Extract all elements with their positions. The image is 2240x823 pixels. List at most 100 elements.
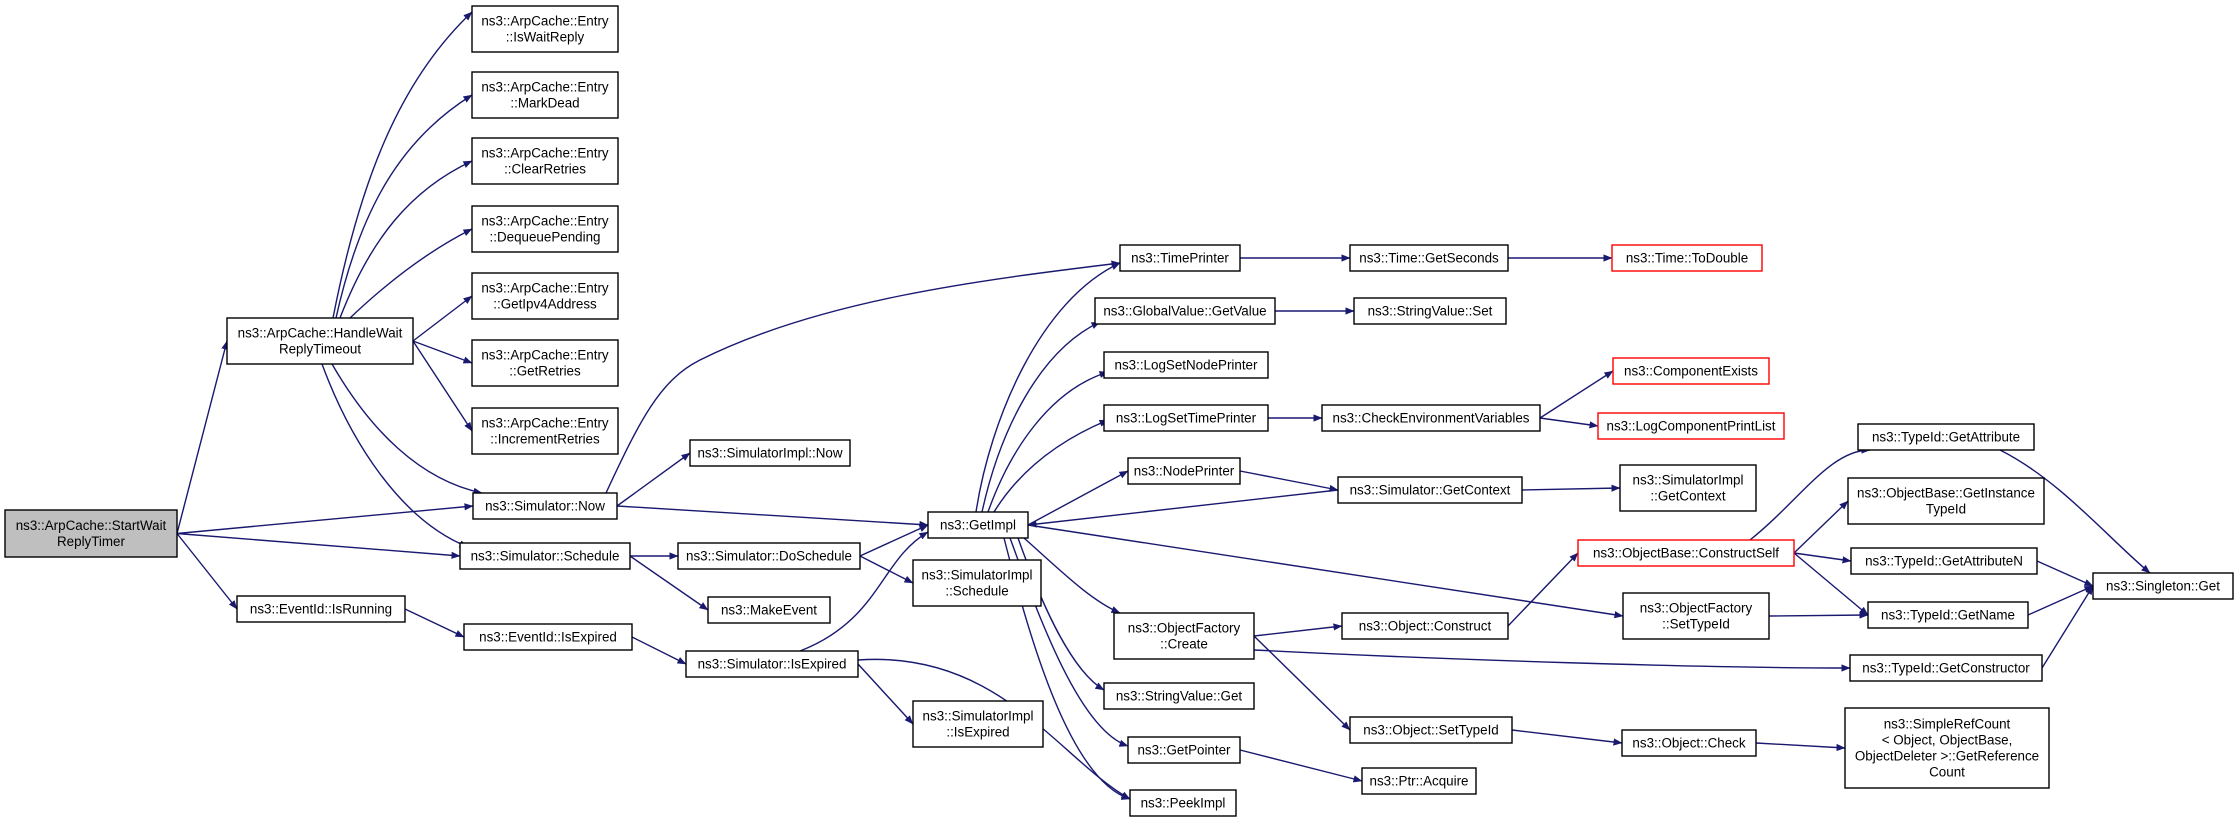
node-label: ns3::Simulator::GetContext: [1350, 482, 1511, 497]
node-box: [1113, 612, 1255, 660]
edge-getContext-to-getImpl: [1027, 489, 1339, 528]
node-label: ReplyTimer: [57, 534, 125, 549]
node-label: ns3::ArpCache::Entry: [481, 415, 609, 430]
node-label: ns3::ObjectBase::GetInstance: [1857, 485, 2035, 500]
node-getContext[interactable]: ns3::Simulator::GetContext: [1337, 476, 1523, 504]
edge-getImpl-to-logSetTime: [993, 419, 1109, 513]
edge-getImpl-to-nodePrinter: [1027, 470, 1129, 526]
node-simImplIsExpired[interactable]: ns3::SimulatorImpl::IsExpired: [912, 700, 1044, 748]
node-stringGet[interactable]: ns3::StringValue::Get: [1103, 682, 1255, 710]
node-objCheck[interactable]: ns3::Object::Check: [1621, 729, 1757, 757]
node-constructSelf[interactable]: ns3::ObjectBase::ConstructSelf: [1577, 539, 1795, 567]
node-timePrinter[interactable]: ns3::TimePrinter: [1119, 244, 1241, 272]
node-simIsExpired[interactable]: ns3::Simulator::IsExpired: [685, 650, 859, 678]
node-box: [1349, 244, 1509, 272]
node-logCompPrint[interactable]: ns3::LogComponentPrintList: [1597, 412, 1785, 440]
node-factCreate[interactable]: ns3::ObjectFactory::Create: [1113, 612, 1255, 660]
node-box: [2092, 572, 2234, 600]
node-factSetTypeId[interactable]: ns3::ObjectFactory::SetTypeId: [1622, 592, 1770, 640]
edge-evIsRunning-to-evIsExpired: [404, 608, 465, 638]
edge-constructSelf-to-getInstTid: [1793, 500, 1849, 554]
node-box: [1577, 539, 1795, 567]
node-box: [1844, 707, 2050, 789]
node-evIsRunning[interactable]: ns3::EventId::IsRunning: [236, 595, 406, 623]
node-logSetNode[interactable]: ns3::LogSetNodePrinter: [1103, 351, 1269, 379]
node-simNow[interactable]: ns3::Simulator::Now: [472, 492, 618, 520]
node-getRefCount[interactable]: ns3::SimpleRefCount< Object, ObjectBase,…: [1844, 707, 2050, 789]
node-box: [471, 205, 619, 253]
edge-tidGetCtor-to-singletonGet: [2041, 585, 2094, 669]
node-box: [1103, 351, 1269, 379]
node-label: ::GetContext: [1650, 488, 1725, 503]
node-label: ns3::EventId::IsExpired: [479, 629, 617, 644]
node-box: [1349, 716, 1513, 744]
edge-doSchedule-to-getImpl: [859, 524, 929, 557]
edge-handle-to-dequeuePending: [349, 228, 473, 319]
node-tidGetAttrN[interactable]: ns3::TypeId::GetAttributeN: [1850, 547, 2038, 575]
node-box: [1850, 547, 2038, 575]
node-objSetTypeId[interactable]: ns3::Object::SetTypeId: [1349, 716, 1513, 744]
edge-factSetTypeId-to-tidGetName: [1768, 611, 1869, 619]
node-label: ns3::GetImpl: [940, 517, 1016, 532]
edge-constructSelf-to-tidGetAttr: [1749, 446, 1871, 541]
node-simImplNow[interactable]: ns3::SimulatorImpl::Now: [689, 439, 851, 467]
node-box: [1119, 244, 1241, 272]
node-box: [1611, 244, 1763, 272]
node-compExists[interactable]: ns3::ComponentExists: [1612, 357, 1770, 385]
node-label: ::Create: [1160, 636, 1208, 651]
node-dequeuePending[interactable]: ns3::ArpCache::Entry::DequeuePending: [471, 205, 619, 253]
node-label: ns3::EventId::IsRunning: [250, 601, 392, 616]
node-label: ns3::ArpCache::Entry: [481, 213, 609, 228]
node-nodePrinter[interactable]: ns3::NodePrinter: [1127, 457, 1241, 485]
node-getImpl[interactable]: ns3::GetImpl: [927, 511, 1029, 539]
node-doSchedule[interactable]: ns3::Simulator::DoSchedule: [677, 542, 861, 570]
node-simImplSchedule[interactable]: ns3::SimulatorImpl::Schedule: [912, 559, 1042, 607]
node-simSchedule[interactable]: ns3::Simulator::Schedule: [459, 542, 631, 570]
node-logSetTime[interactable]: ns3::LogSetTimePrinter: [1103, 404, 1269, 432]
node-isWaitReply[interactable]: ns3::ArpCache::Entry::IsWaitReply: [471, 5, 619, 53]
node-checkEnv[interactable]: ns3::CheckEnvironmentVariables: [1321, 404, 1541, 432]
node-evIsExpired[interactable]: ns3::EventId::IsExpired: [463, 623, 633, 651]
edge-simSchedule-to-makeEvent: [629, 555, 709, 611]
node-makeEvent[interactable]: ns3::MakeEvent: [707, 596, 831, 624]
node-markDead[interactable]: ns3::ArpCache::Entry::MarkDead: [471, 71, 619, 119]
node-tidGetName[interactable]: ns3::TypeId::GetName: [1867, 601, 2029, 629]
node-box: [1597, 412, 1785, 440]
node-incRetries[interactable]: ns3::ArpCache::Entry::IncrementRetries: [471, 407, 619, 455]
node-getRetries[interactable]: ns3::ArpCache::Entry::GetRetries: [471, 339, 619, 387]
edge-handle-to-simNow: [331, 363, 483, 495]
node-getSeconds[interactable]: ns3::Time::GetSeconds: [1349, 244, 1509, 272]
node-label: ns3::ArpCache::Entry: [481, 13, 609, 28]
edge-factCreate-to-tidGetCtor: [1253, 649, 1851, 672]
edge-simIsExpired-to-getImpl: [799, 531, 929, 652]
node-label: ns3::MakeEvent: [721, 602, 817, 617]
node-globalGetValue[interactable]: ns3::GlobalValue::GetValue: [1094, 297, 1276, 325]
node-ptrAcquire[interactable]: ns3::Ptr::Acquire: [1361, 767, 1477, 795]
node-label: ns3::Object::SetTypeId: [1363, 722, 1498, 737]
node-box: [1321, 404, 1541, 432]
node-label: ns3::ArpCache::Entry: [481, 79, 609, 94]
node-label: ns3::LogSetNodePrinter: [1115, 357, 1258, 372]
node-peekImpl[interactable]: ns3::PeekImpl: [1129, 789, 1237, 817]
node-box: [912, 559, 1042, 607]
node-stringSet[interactable]: ns3::StringValue::Set: [1353, 297, 1507, 325]
edge-start-to-handle: [176, 340, 229, 534]
edge-constructSelf-to-tidGetName: [1793, 552, 1869, 616]
node-box: [685, 650, 859, 678]
node-label: ns3::TypeId::GetConstructor: [1862, 660, 2030, 675]
node-label: ns3::ObjectBase::ConstructSelf: [1593, 545, 1779, 560]
node-toDouble[interactable]: ns3::Time::ToDouble: [1611, 244, 1763, 272]
node-clearRetries[interactable]: ns3::ArpCache::Entry::ClearRetries: [471, 137, 619, 185]
node-tidGetCtor[interactable]: ns3::TypeId::GetConstructor: [1849, 654, 2043, 682]
node-getIpv4[interactable]: ns3::ArpCache::Entry::GetIpv4Address: [471, 272, 619, 320]
node-label: ::MarkDead: [510, 95, 579, 110]
node-getPointer[interactable]: ns3::GetPointer: [1127, 736, 1241, 764]
node-singletonGet[interactable]: ns3::Singleton::Get: [2092, 572, 2234, 600]
node-implGetContext[interactable]: ns3::SimulatorImpl::GetContext: [1619, 464, 1757, 512]
node-box: [471, 137, 619, 185]
node-tidGetAttr[interactable]: ns3::TypeId::GetAttribute: [1857, 423, 2035, 451]
node-objConstruct[interactable]: ns3::Object::Construct: [1341, 612, 1509, 640]
